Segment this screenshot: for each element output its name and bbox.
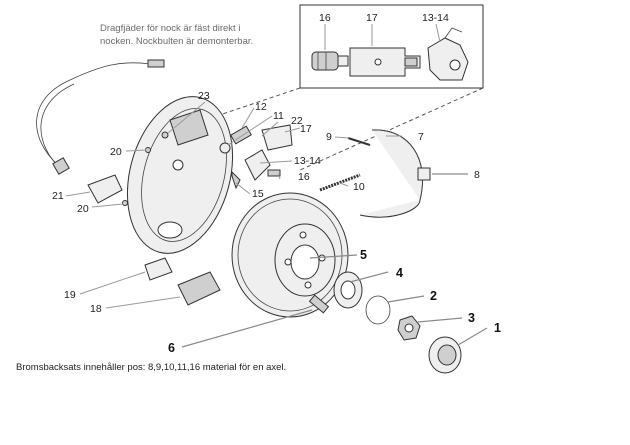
part-21-shoe-holder [87, 174, 123, 204]
part-2-locking-ring [365, 295, 391, 325]
label-21: 21 [52, 190, 64, 202]
label-8: 8 [474, 169, 480, 181]
label-20-top: 20 [110, 146, 122, 158]
label-1: 1 [494, 321, 501, 335]
inset-label-13-14: 13-14 [422, 12, 449, 24]
backing-plate [126, 96, 234, 254]
label-11: 11 [273, 110, 284, 122]
part-17-plate-small [261, 124, 293, 151]
part-9-pin [347, 137, 371, 146]
label-13-14: 13-14 [294, 155, 321, 167]
label-3: 3 [468, 311, 475, 325]
label-22: 22 [291, 115, 303, 127]
label-7: 7 [418, 131, 424, 143]
inset-detail-box: 16 17 13-14 [159, 4, 484, 171]
part-16-bolt-small [267, 169, 281, 177]
part-10-spring [319, 173, 361, 192]
label-4: 4 [396, 266, 403, 280]
part-19-pad [144, 257, 173, 281]
brake-shoes [359, 129, 424, 218]
note-line-1: Dragfjäder för nock är fäst direkt i [100, 23, 240, 34]
part-4-bearing [333, 271, 363, 309]
inset-part-17-plate [349, 47, 421, 77]
part-3-nut [397, 315, 421, 341]
inset-label-16: 16 [319, 12, 331, 24]
brake-drum [231, 192, 349, 318]
inset-part-13-14-lever [427, 27, 469, 81]
kit-caption: Bromsbacksats innehåller pos: 8,9,10,11,… [16, 362, 286, 373]
label-9: 9 [326, 131, 332, 143]
part-11-clip [219, 142, 231, 154]
label-15: 15 [252, 188, 264, 200]
part-20-clip-a [145, 147, 151, 153]
note-line-2: nocken. Nockbulten är demonterbar. [100, 36, 253, 47]
brake-cable [36, 59, 165, 175]
part-20-clip-b [122, 200, 128, 206]
label-16: 16 [298, 171, 310, 183]
label-6: 6 [168, 341, 175, 355]
inset-part-16-bolt [311, 51, 349, 71]
part-23-nipple [161, 131, 169, 139]
part-8-clip [417, 167, 431, 181]
label-12: 12 [255, 101, 267, 113]
label-23: 23 [198, 90, 210, 102]
label-5: 5 [360, 248, 367, 262]
part-18-actuator [177, 271, 221, 306]
label-10: 10 [353, 181, 365, 193]
part-6-wheel-bolt [308, 294, 330, 314]
label-18: 18 [90, 303, 102, 315]
inset-label-17: 17 [366, 12, 378, 24]
label-17: 17 [300, 123, 312, 135]
part-13-14-lever-small [244, 149, 271, 181]
part-1-hub-cap [428, 336, 462, 374]
label-2: 2 [430, 289, 437, 303]
label-19: 19 [64, 289, 76, 301]
label-20-bottom: 20 [77, 203, 89, 215]
